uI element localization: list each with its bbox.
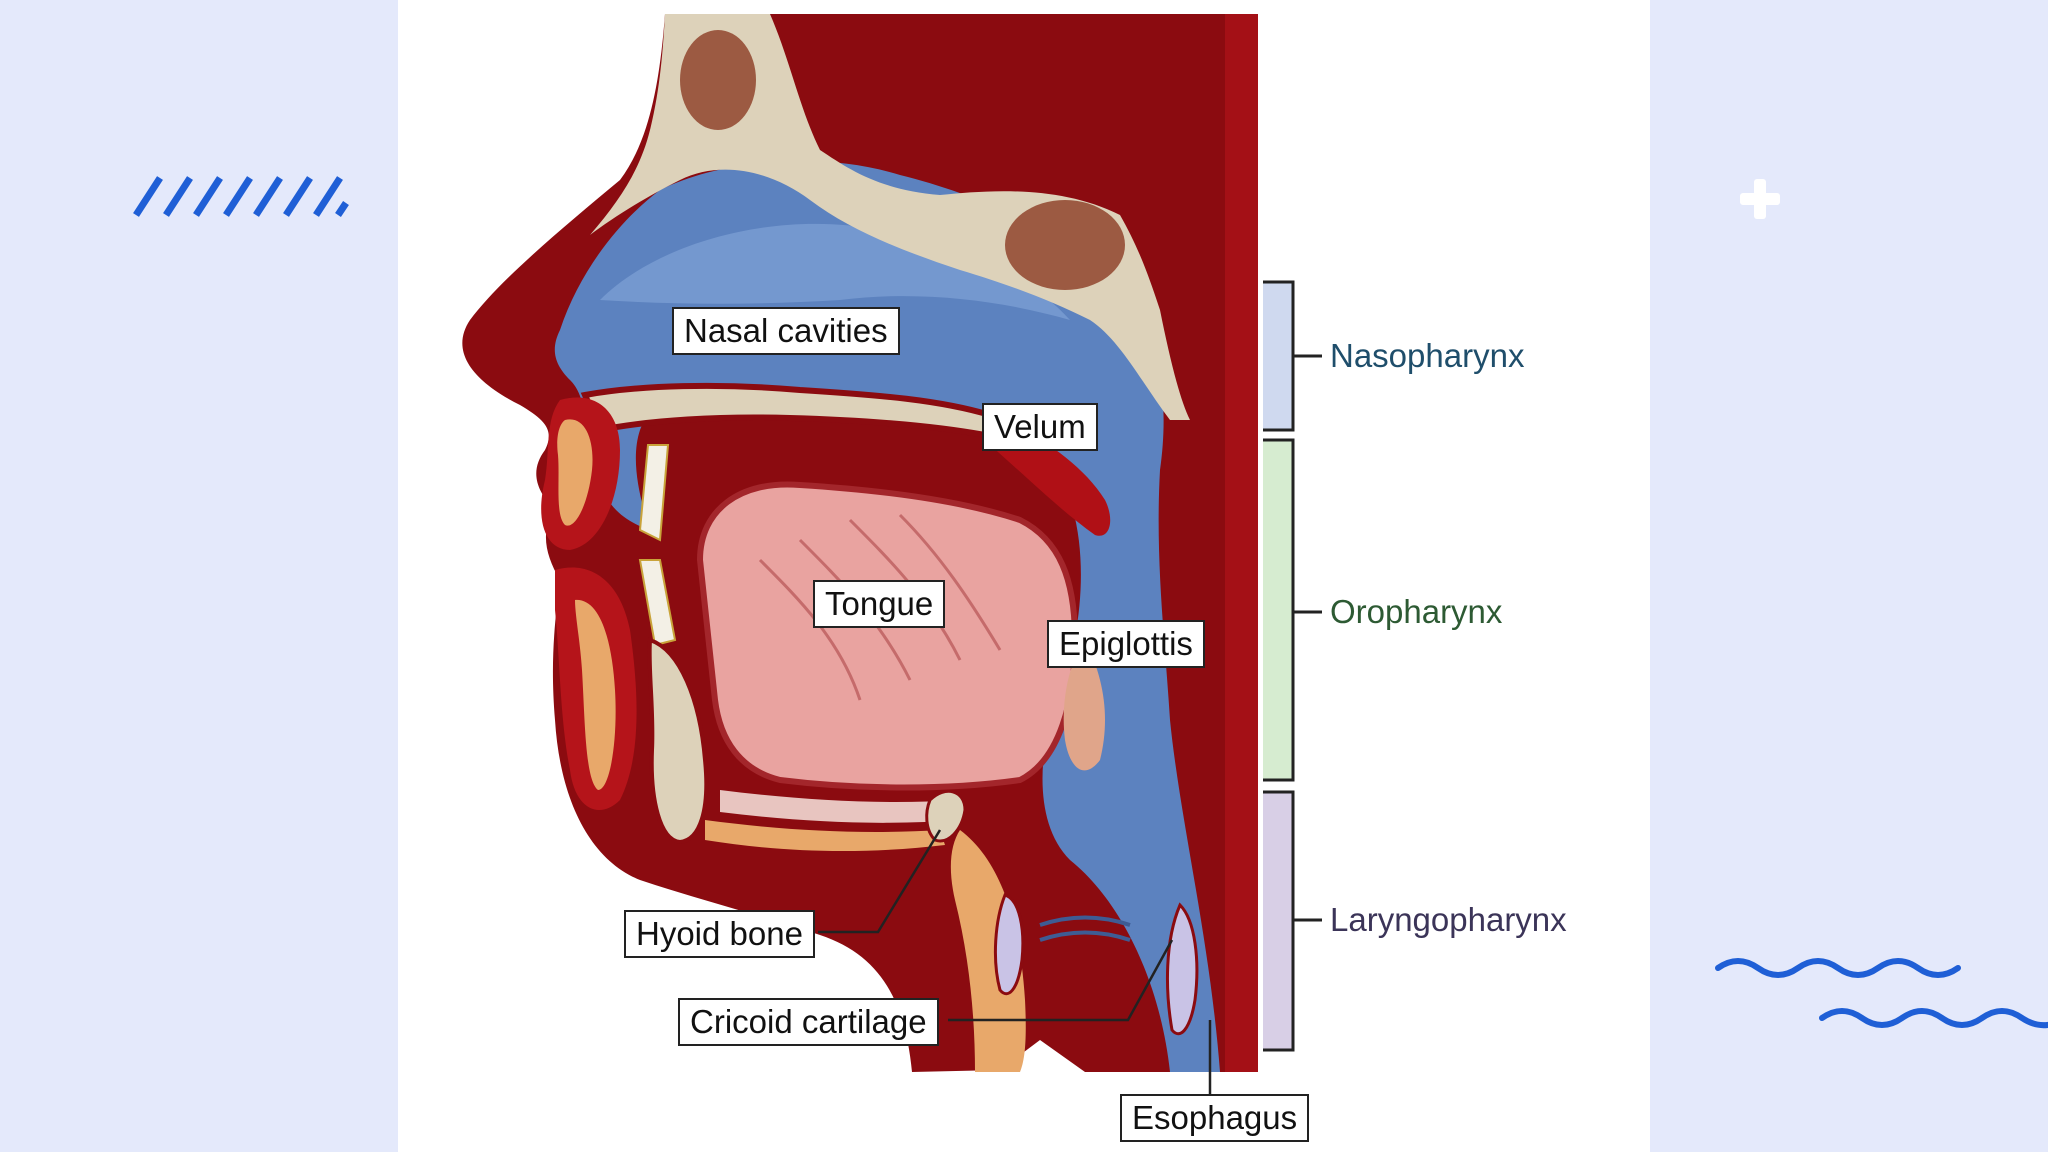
- label-cricoid-cartilage: Cricoid cartilage: [678, 998, 939, 1046]
- region-oropharynx: Oropharynx: [1330, 592, 1502, 632]
- label-hyoid-bone: Hyoid bone: [624, 910, 815, 958]
- label-esophagus: Esophagus: [1120, 1094, 1309, 1142]
- tongue-shape: [700, 484, 1075, 822]
- label-epiglottis: Epiglottis: [1047, 620, 1205, 668]
- region-laryngopharynx: Laryngopharynx: [1330, 900, 1567, 940]
- label-nasal-cavities: Nasal cavities: [672, 307, 900, 355]
- region-nasopharynx: Nasopharynx: [1330, 336, 1524, 376]
- label-velum: Velum: [982, 403, 1098, 451]
- region-brackets: [1263, 282, 1322, 1050]
- label-tongue: Tongue: [813, 580, 945, 628]
